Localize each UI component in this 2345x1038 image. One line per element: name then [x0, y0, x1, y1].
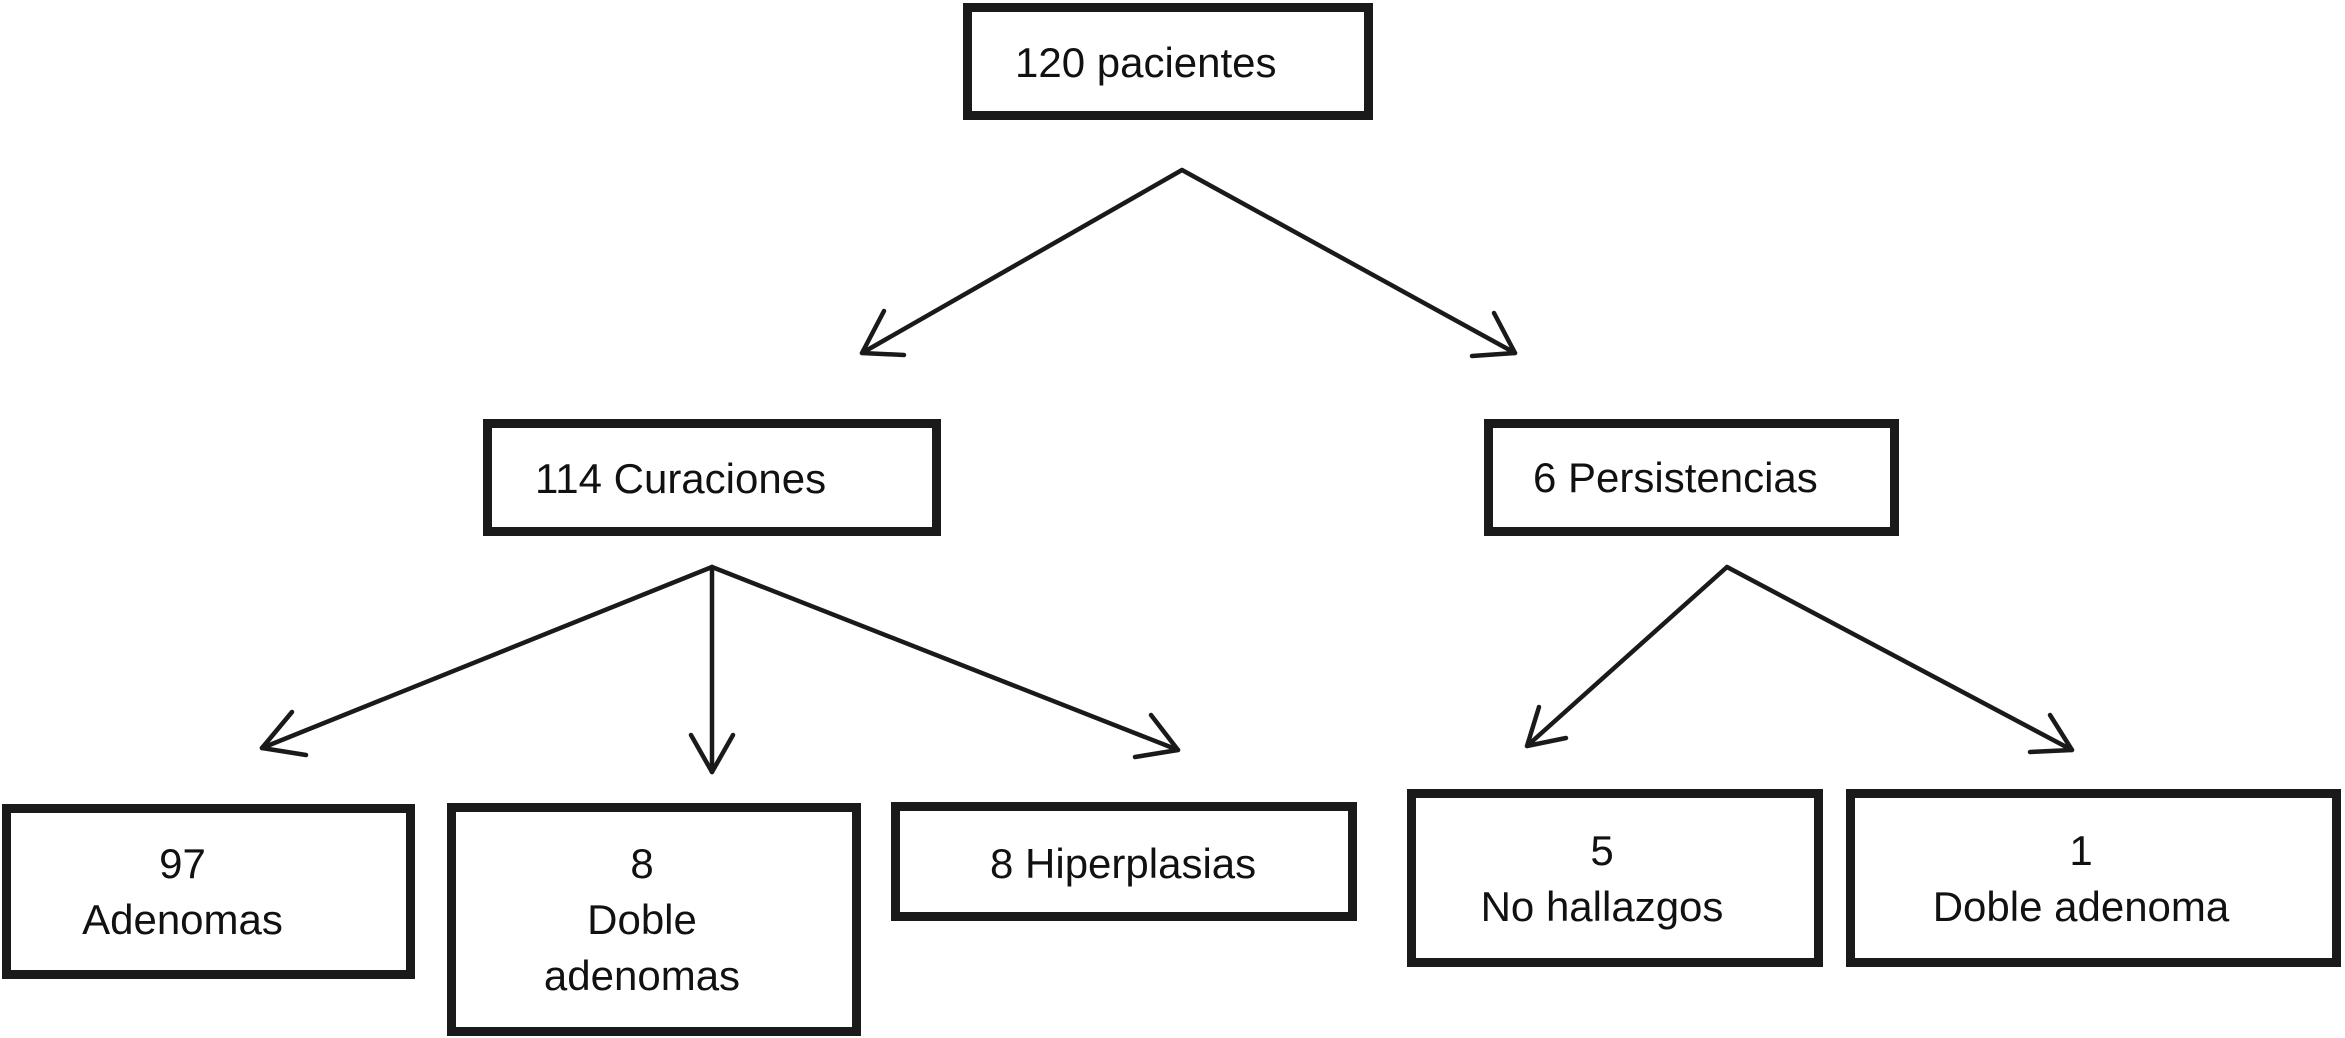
- double-adenoma-count: 1: [2069, 827, 2093, 874]
- no-findings-label: No hallazgos: [1480, 883, 1724, 930]
- cure-label: 114 Curaciones: [535, 455, 827, 502]
- arrow-cure-to-hyper: [709, 564, 1181, 760]
- no-findings-count: 5: [1590, 827, 1614, 874]
- adenomas-count: 97: [159, 840, 206, 887]
- arrow-root-to-cure: [859, 167, 1185, 358]
- arrow-persist-to-nofind: [1524, 564, 1730, 749]
- double-adenomas-label-1: Doble: [587, 896, 697, 943]
- root-box: [963, 3, 1373, 120]
- arrow-root-to-persist: [1179, 167, 1518, 359]
- arrow-cure-to-double: [688, 564, 736, 775]
- double-adenomas-box: [447, 803, 861, 1036]
- no-findings-box: [1407, 789, 1823, 967]
- hyperplasia-box: [891, 802, 1357, 921]
- cure-box: [483, 419, 941, 536]
- hyperplasia-label: 8 Hiperplasias: [990, 840, 1257, 887]
- double-adenomas-count: 8: [630, 840, 654, 887]
- double-adenoma-label: Doble adenoma: [1932, 883, 2230, 930]
- arrow-cure-to-adenomas: [259, 564, 715, 758]
- root-label: 120 pacientes: [1015, 39, 1277, 86]
- arrow-persist-to-double-one: [1724, 564, 2075, 755]
- adenomas-box: [2, 804, 415, 979]
- persist-label: 6 Persistencias: [1533, 454, 1818, 501]
- double-adenoma-box: [1846, 789, 2341, 967]
- persist-box: [1484, 419, 1899, 536]
- double-adenomas-label-2: adenomas: [543, 952, 741, 999]
- adenomas-label: Adenomas: [82, 896, 283, 943]
